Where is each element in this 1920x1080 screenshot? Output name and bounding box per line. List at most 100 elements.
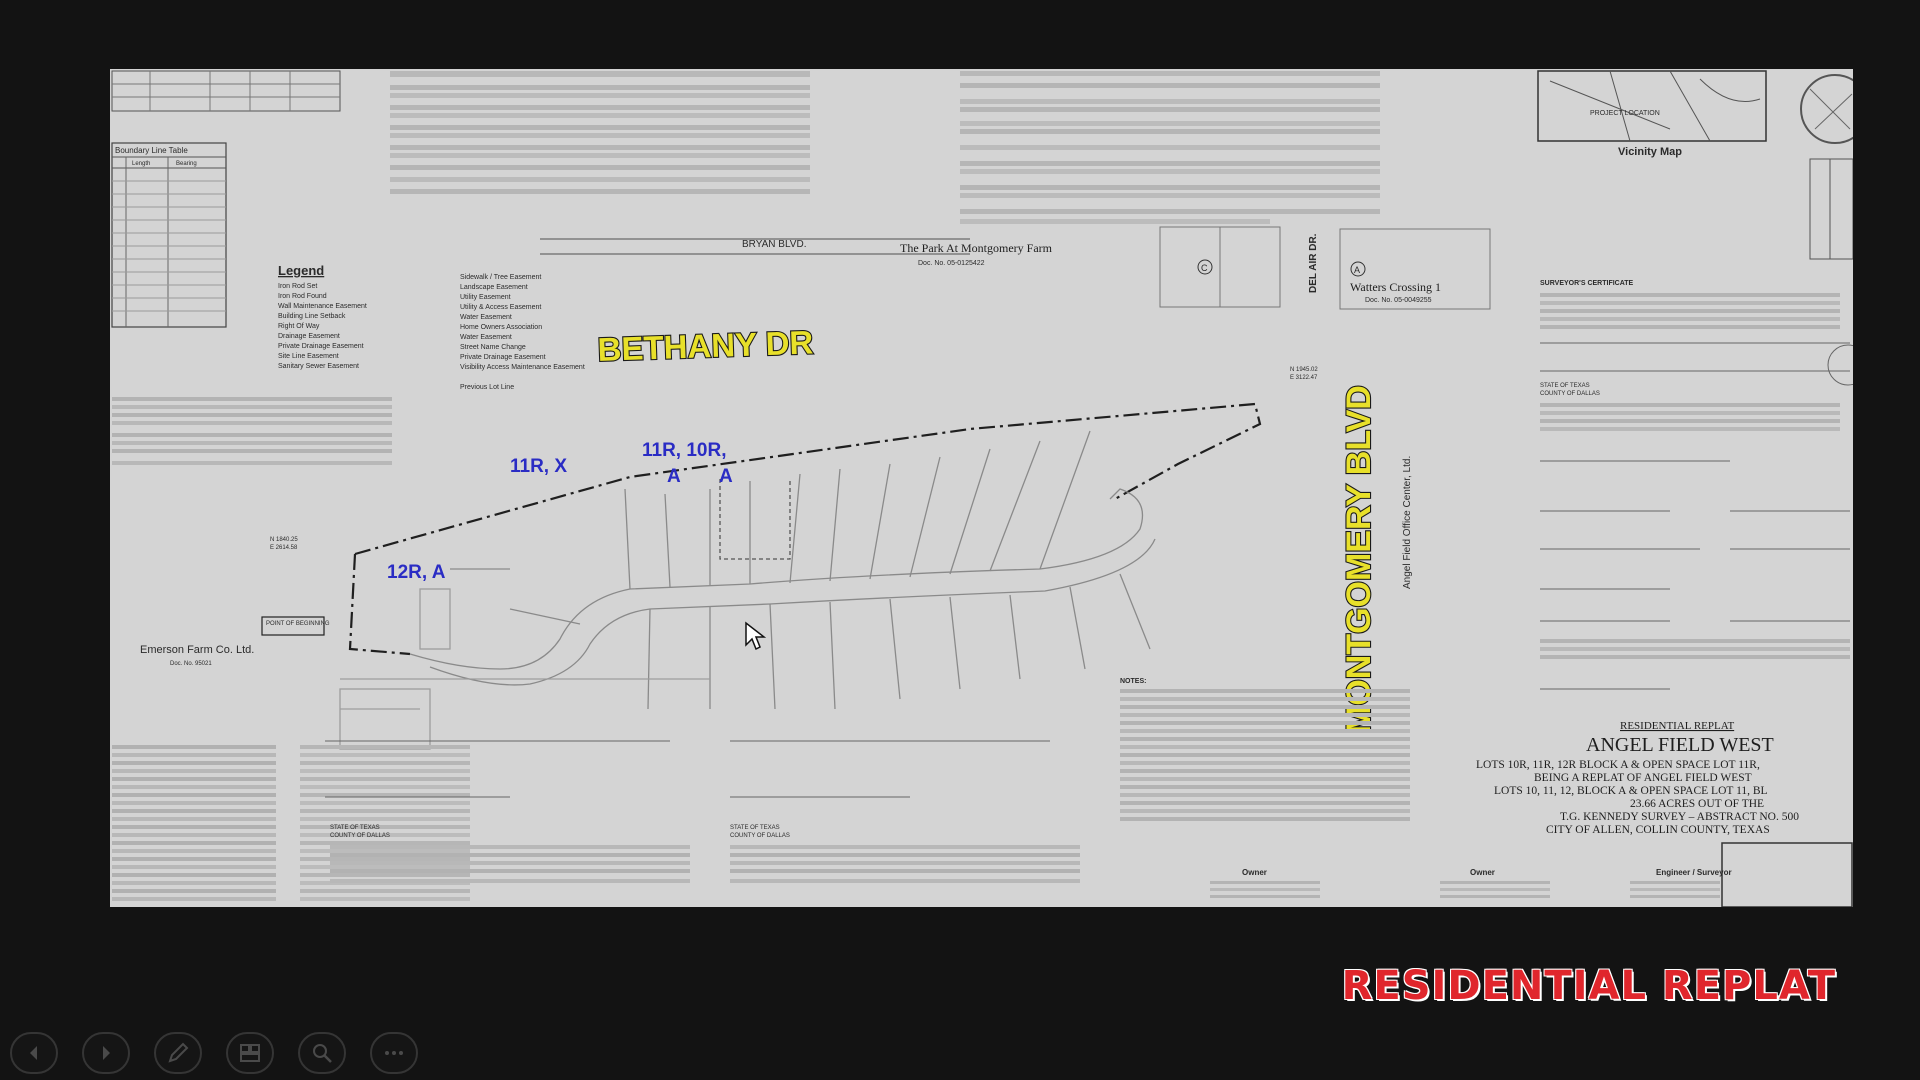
county-label-left: COUNTY OF DALLAS bbox=[330, 833, 390, 839]
owner-dedication-text: STATE OF TEXAS COUNTY OF DALLAS STATE OF… bbox=[112, 740, 1080, 901]
marker-c: C bbox=[1201, 263, 1208, 273]
pen-tool-button[interactable] bbox=[154, 1032, 202, 1074]
boundary-table-heading: Boundary Line Table bbox=[115, 146, 188, 155]
legend-item: Visibility Access Maintenance Easement bbox=[460, 364, 585, 371]
state-label-mid: STATE OF TEXAS bbox=[730, 825, 780, 831]
legend-item: Private Drainage Easement bbox=[460, 354, 546, 361]
title-block-name: ANGEL FIELD WEST bbox=[1586, 734, 1774, 756]
legend-item: Utility & Access Easement bbox=[460, 304, 541, 311]
lot-label-12r-a: 12R, A bbox=[387, 562, 446, 583]
state-label-left: STATE OF TEXAS bbox=[330, 825, 380, 831]
lot-label-11r-10r: 11R, 10R, bbox=[642, 440, 727, 461]
point-of-beginning-label: POINT OF BEGINNING bbox=[266, 621, 330, 627]
boundary-table-col-length: Length bbox=[132, 161, 150, 167]
legend-item: Site Line Easement bbox=[278, 353, 339, 360]
notes-block: NOTES: bbox=[1120, 678, 1410, 821]
boundary-table-col-bearing: Bearing bbox=[176, 161, 197, 167]
vicinity-map-heading: Vicinity Map bbox=[1618, 146, 1682, 158]
previous-icon bbox=[30, 1046, 37, 1060]
lot-label-a-right: A bbox=[719, 466, 733, 487]
lot-label-11r-x: 11R, X bbox=[510, 456, 567, 477]
legend-item: Sidewalk / Tree Easement bbox=[460, 274, 541, 281]
legend-item: Drainage Easement bbox=[278, 333, 340, 340]
title-block-line1: LOTS 10R, 11R, 12R BLOCK A & OPEN SPACE … bbox=[1476, 759, 1760, 771]
engineer-label: Engineer / Surveyor bbox=[1656, 868, 1732, 877]
slide-plat-image: Boundary Line Table Length Bearing Legen… bbox=[110, 69, 1853, 907]
svg-text:N 1840.25: N 1840.25 bbox=[270, 537, 298, 543]
curve-table bbox=[111, 70, 341, 112]
park-montgomery-label: The Park At Montgomery Farm bbox=[900, 241, 1053, 255]
lot-lines bbox=[339, 430, 1156, 750]
title-block-line3: LOTS 10, 11, 12, BLOCK A & OPEN SPACE LO… bbox=[1494, 785, 1768, 797]
county-label-mid: COUNTY OF DALLAS bbox=[730, 833, 790, 839]
legend-heading: Legend bbox=[278, 263, 324, 278]
legend-item: Iron Rod Found bbox=[278, 293, 327, 300]
boundary-annotations: N 1840.25 E 2614.58 N 1945.02 E 3122.47 … bbox=[140, 367, 1413, 667]
title-block-line4: 23.66 ACRES OUT OF THE bbox=[1630, 798, 1764, 810]
adjacent-subdivisions: BRYAN BLVD. The Park At Montgomery Farm … bbox=[540, 226, 1491, 310]
bethany-dr-label: BETHANY DR bbox=[597, 323, 814, 368]
boundary-line-table: Boundary Line Table Length Bearing bbox=[111, 142, 227, 328]
legend-item: Water Easement bbox=[460, 334, 512, 341]
svg-text:E 3122.47: E 3122.47 bbox=[1290, 375, 1318, 381]
svg-text:E 2614.58: E 2614.58 bbox=[270, 545, 298, 551]
lot-label-a-left: A bbox=[667, 466, 681, 487]
more-options-button[interactable] bbox=[370, 1032, 418, 1074]
see-all-slides-button[interactable] bbox=[226, 1032, 274, 1074]
legend-item: Home Owners Association bbox=[460, 324, 542, 331]
legend-item: Landscape Easement bbox=[460, 284, 528, 291]
surveyor-heading: SURVEYOR'S CERTIFICATE bbox=[1540, 280, 1634, 287]
title-block-line2: BEING A REPLAT OF ANGEL FIELD WEST bbox=[1534, 772, 1752, 784]
del-air-label: DEL AIR DR. bbox=[1308, 233, 1319, 293]
vicinity-map: PROJECT LOCATION Vicinity Map bbox=[1537, 70, 1853, 158]
legend-item: Right Of Way bbox=[278, 323, 320, 330]
legend-item: Previous Lot Line bbox=[460, 384, 514, 391]
surveyor-certificate: SURVEYOR'S CERTIFICATE STATE OF TEXAS CO… bbox=[1540, 280, 1850, 690]
park-montgomery-doc: Doc. No. 05-0125422 bbox=[918, 260, 985, 267]
more-icon bbox=[385, 1051, 403, 1055]
plat-drawing: Boundary Line Table Length Bearing Legen… bbox=[111, 70, 1853, 907]
legend-item: Private Drainage Easement bbox=[278, 343, 364, 350]
title-block-line5: T.G. KENNEDY SURVEY – ABSTRACT NO. 500 bbox=[1560, 811, 1799, 823]
legend-item: Wall Maintenance Easement bbox=[278, 303, 367, 310]
legend: Legend Iron Rod Set Iron Rod Found Wall … bbox=[278, 263, 585, 391]
emerson-doc: Doc. No. 95021 bbox=[170, 661, 212, 667]
watters-doc: Doc. No. 05-0049255 bbox=[1365, 297, 1432, 304]
title-block-line6: CITY OF ALLEN, COLLIN COUNTY, TEXAS bbox=[1546, 824, 1770, 836]
county-label-right: COUNTY OF DALLAS bbox=[1540, 391, 1600, 397]
bryan-blvd-label: BRYAN BLVD. bbox=[742, 239, 806, 250]
presentation-toolbar bbox=[10, 1032, 430, 1076]
marker-a: A bbox=[1354, 265, 1360, 275]
pen-icon bbox=[168, 1042, 189, 1063]
plat-boundary bbox=[348, 402, 1262, 656]
right-edge-detail bbox=[1809, 158, 1853, 386]
bench-marks-text bbox=[112, 397, 392, 465]
legend-item: Iron Rod Set bbox=[278, 283, 317, 290]
slides-icon bbox=[240, 1044, 260, 1062]
owner-label-1: Owner bbox=[1242, 868, 1267, 877]
mouse-cursor-icon bbox=[745, 621, 767, 651]
emerson-farm-label: Emerson Farm Co. Ltd. bbox=[140, 644, 254, 656]
svg-text:N 1945.02: N 1945.02 bbox=[1290, 367, 1318, 373]
previous-slide-button[interactable] bbox=[10, 1032, 58, 1074]
legend-item: Street Name Change bbox=[460, 344, 526, 351]
next-slide-button[interactable] bbox=[82, 1032, 130, 1074]
legend-item: Utility Easement bbox=[460, 294, 511, 301]
next-icon bbox=[103, 1046, 110, 1060]
montgomery-blvd-label: MONTGOMERY BLVD bbox=[1340, 385, 1378, 734]
legend-item: Building Line Setback bbox=[278, 313, 346, 320]
vicinity-project-label: PROJECT LOCATION bbox=[1590, 110, 1660, 117]
legend-item: Water Easement bbox=[460, 314, 512, 321]
notes-heading: NOTES: bbox=[1120, 678, 1146, 685]
watters-crossing-label: Watters Crossing 1 bbox=[1350, 280, 1441, 294]
zoom-button[interactable] bbox=[298, 1032, 346, 1074]
legend-item: Sanitary Sewer Easement bbox=[278, 363, 359, 370]
owner-label-2: Owner bbox=[1470, 868, 1495, 877]
title-block-label: RESIDENTIAL REPLAT bbox=[1620, 720, 1734, 732]
metes-bounds-text bbox=[390, 71, 1380, 224]
title-block: RESIDENTIAL REPLAT ANGEL FIELD WEST LOTS… bbox=[1210, 720, 1853, 907]
state-label-right: STATE OF TEXAS bbox=[1540, 383, 1590, 389]
angel-office-label: Angel Field Office Center, Ltd. bbox=[1402, 456, 1413, 589]
slide-title: RESIDENTIAL REPLAT bbox=[1341, 963, 1836, 1009]
zoom-icon bbox=[313, 1044, 332, 1063]
